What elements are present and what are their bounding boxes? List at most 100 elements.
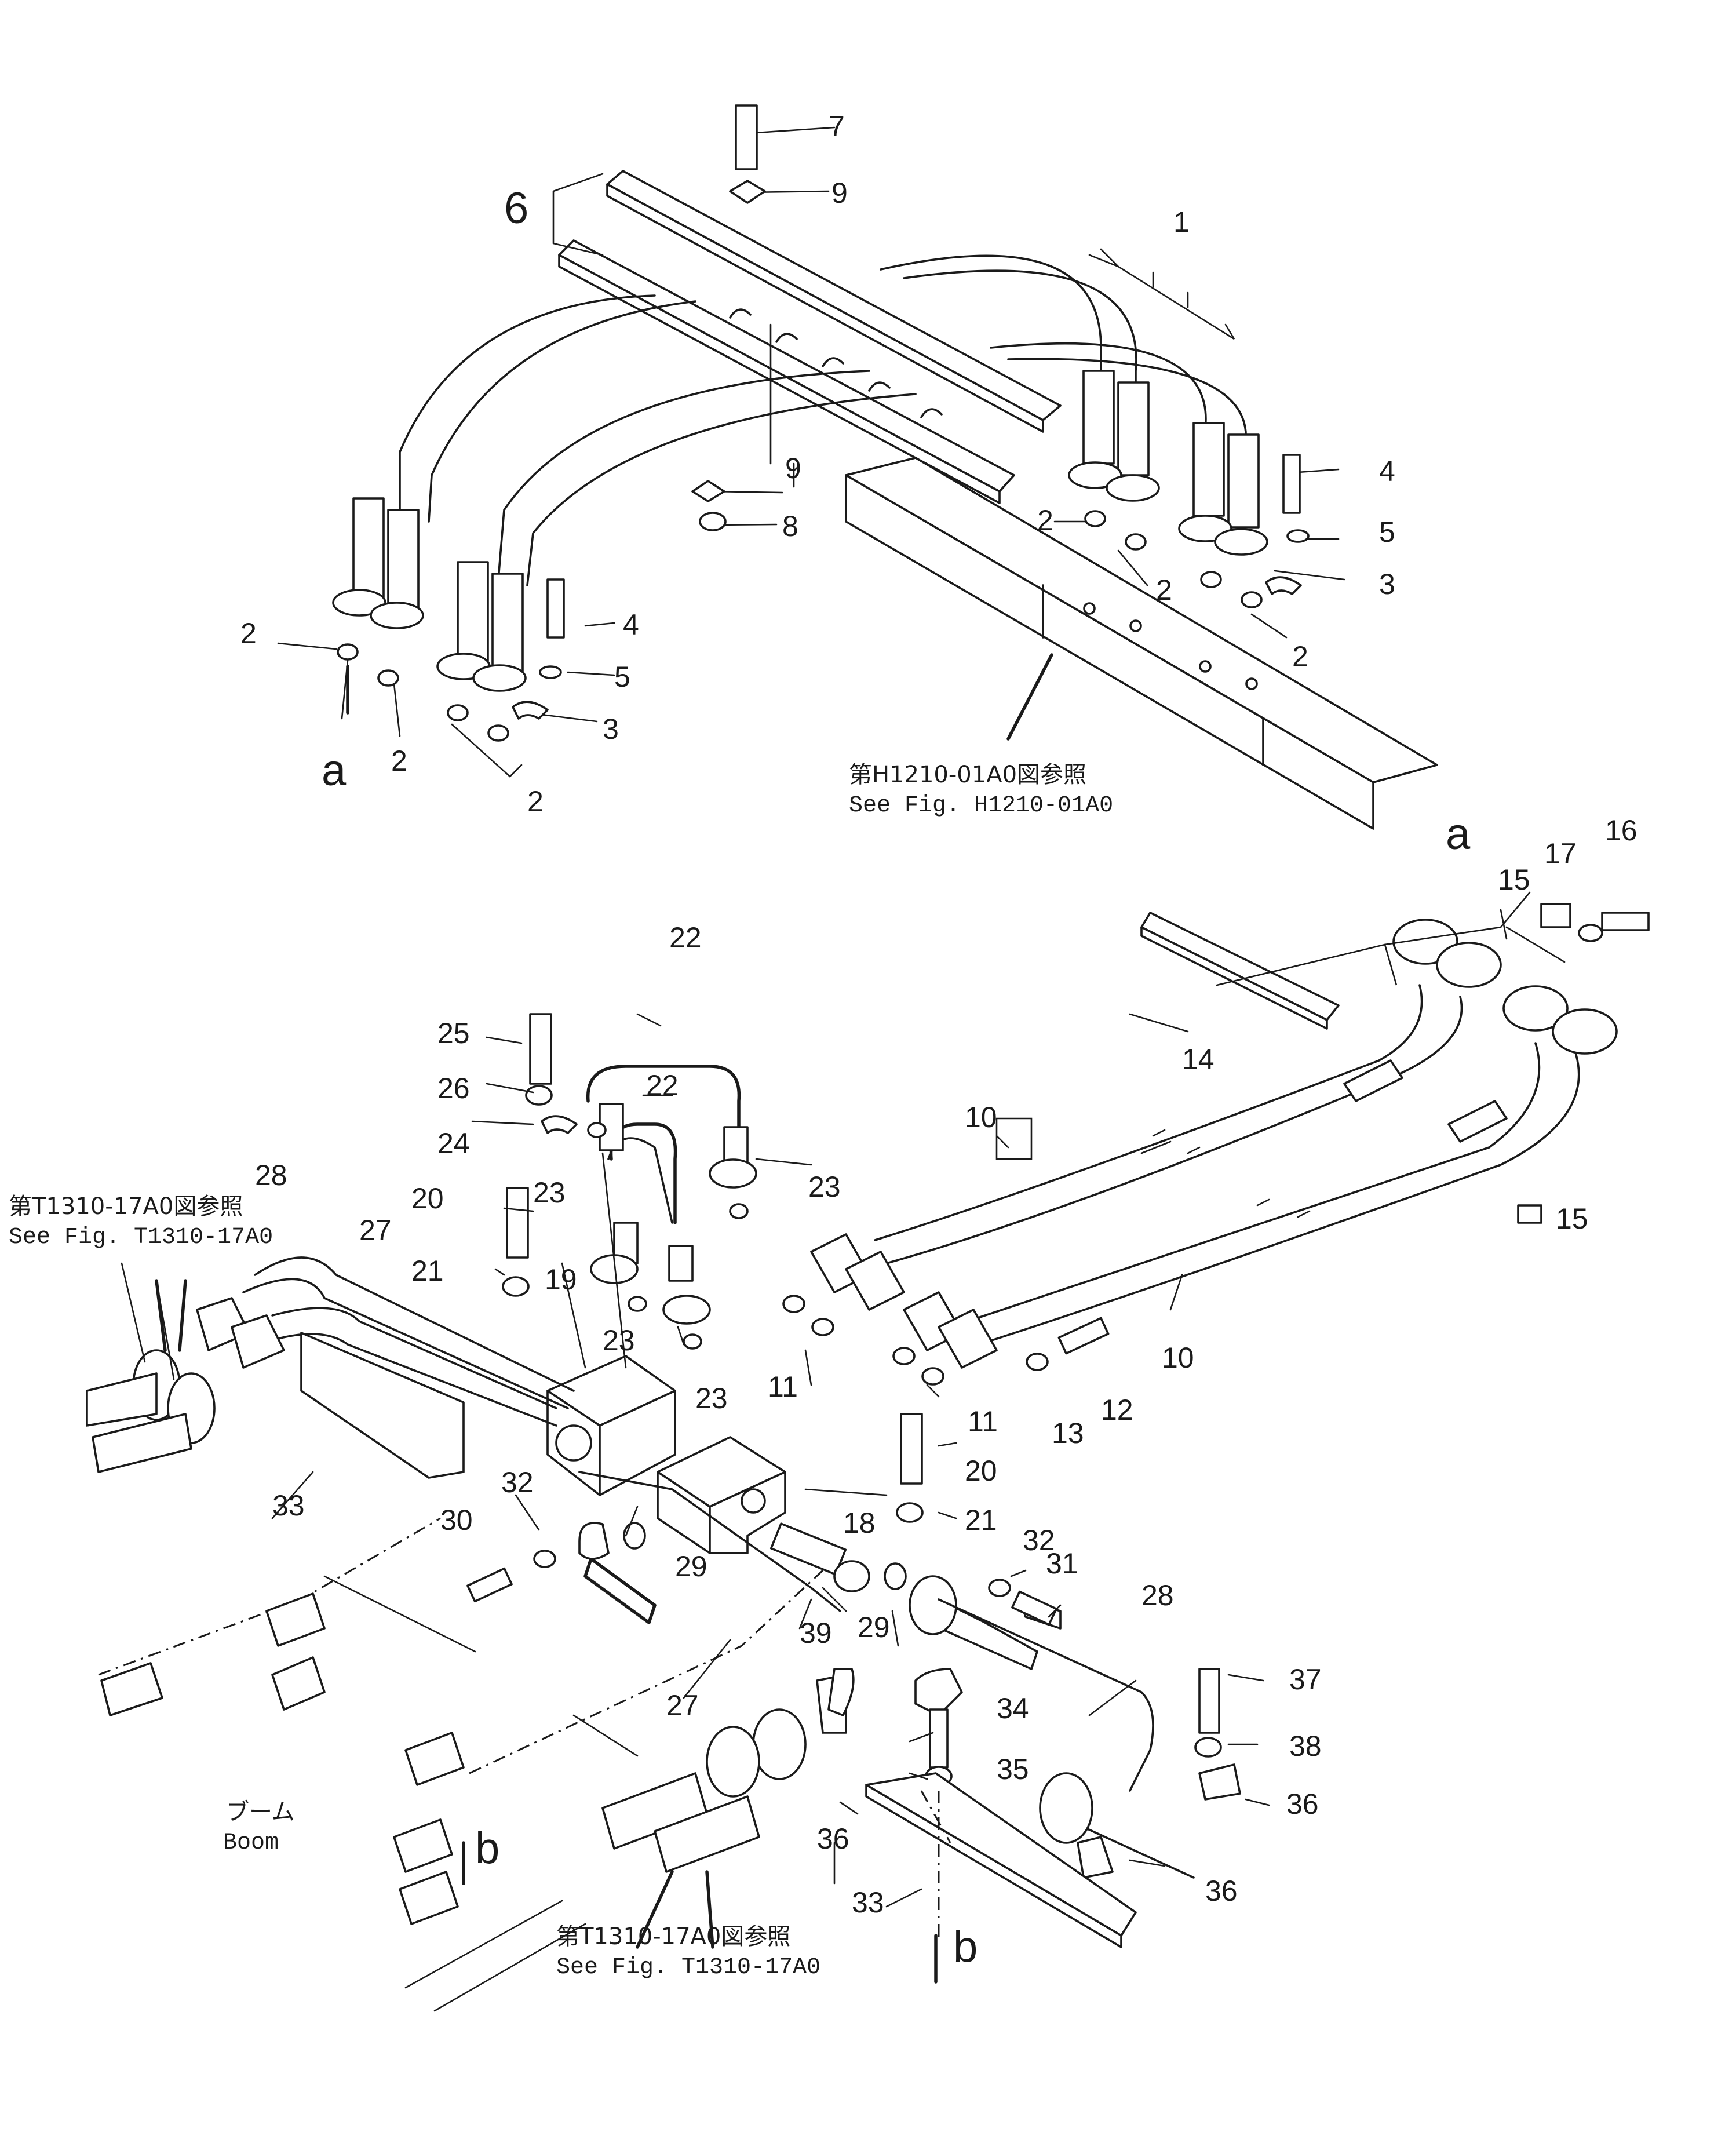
- arrow-label-b-left: b: [475, 1824, 499, 1873]
- label-3b: 3: [1379, 568, 1395, 600]
- label-19: 19: [545, 1263, 577, 1296]
- label-5a: 5: [614, 661, 630, 693]
- label-12: 12: [1101, 1394, 1133, 1426]
- label-15a: 15: [1498, 863, 1530, 896]
- label-7: 7: [829, 110, 845, 143]
- label-26: 26: [437, 1072, 470, 1105]
- label-2a: 2: [240, 617, 257, 650]
- label-2e: 2: [1156, 574, 1172, 606]
- arrow-label-a-top: a: [322, 746, 347, 795]
- label-16: 16: [1605, 814, 1637, 847]
- label-11a: 11: [768, 1371, 798, 1403]
- label-23a: 23: [533, 1176, 566, 1209]
- boom-label-en: Boom: [223, 1830, 279, 1856]
- lower-right-tube-28: [601, 1598, 1195, 1879]
- label-10a: 10: [965, 1101, 997, 1134]
- label-38: 38: [1289, 1730, 1322, 1762]
- reference-notes: 第H1210-01A0図参照 See Fig. H1210-01A0 第T131…: [9, 761, 1113, 1981]
- u-tubes-22: [586, 1065, 757, 1325]
- clamp-bar-14: [1140, 912, 1340, 1030]
- upper-small-parts: [337, 104, 1310, 742]
- label-20a: 20: [411, 1182, 444, 1215]
- label-2b: 2: [391, 745, 407, 777]
- label-36c: 36: [1205, 1875, 1238, 1907]
- label-28b: 28: [1141, 1579, 1174, 1612]
- hose-end-flanges-10: [810, 903, 1618, 1369]
- long-hoses-10: [874, 984, 1580, 1346]
- label-6: 6: [504, 184, 528, 233]
- label-28a: 28: [255, 1159, 287, 1191]
- lower-bolts-washers: [466, 912, 1650, 1879]
- label-29a: 29: [675, 1550, 707, 1583]
- label-2f: 2: [1292, 640, 1308, 673]
- label-36a: 36: [817, 1823, 849, 1855]
- label-23c: 23: [603, 1324, 635, 1357]
- hose-fittings-upper-left: [332, 497, 527, 692]
- ref-t1310-en-left: See Fig. T1310-17A0: [9, 1224, 273, 1251]
- label-13: 13: [1052, 1417, 1084, 1449]
- boom-rail-section: [845, 457, 1438, 830]
- upper-leader-lines: [277, 126, 1345, 778]
- label-30: 30: [440, 1504, 473, 1536]
- label-17: 17: [1544, 837, 1577, 870]
- label-22b: 22: [646, 1069, 679, 1102]
- label-33b: 33: [852, 1886, 884, 1919]
- label-1: 1: [1173, 206, 1190, 238]
- label-8: 8: [782, 510, 798, 542]
- boom-structure-dashed: [98, 1517, 951, 2012]
- label-35: 35: [997, 1753, 1029, 1785]
- label-32b: 32: [1023, 1524, 1055, 1557]
- arrow-label-b-bottom: b: [953, 1922, 978, 1971]
- label-9b: 9: [785, 452, 801, 484]
- label-31: 31: [1046, 1547, 1078, 1580]
- ref-t1310-en-bottom: See Fig. T1310-17A0: [556, 1955, 820, 1981]
- hose-bundle-1: [399, 254, 1247, 586]
- label-11b: 11: [968, 1405, 998, 1438]
- label-20b: 20: [965, 1455, 997, 1487]
- part-number-labels: 1 2 2 2 2 2 2 3 3 4 4 5 5 6 7 8 9 9 10 1…: [240, 110, 1637, 1919]
- valve-block-18: [657, 1436, 786, 1554]
- label-21a: 21: [411, 1255, 444, 1287]
- label-10b: 10: [1162, 1342, 1194, 1374]
- ref-t1310-jp-left: 第T1310-17A0図参照: [9, 1193, 243, 1220]
- lower-leader-lines: [121, 891, 1566, 1949]
- label-23d: 23: [695, 1382, 728, 1415]
- tubes-27-28-left: [86, 1256, 575, 1479]
- upper-clamp-bar-6: [558, 170, 1062, 504]
- label-15b: 15: [1556, 1202, 1588, 1235]
- label-33a: 33: [272, 1489, 305, 1522]
- label-3a: 3: [603, 713, 619, 745]
- hose-fittings-upper-right: [1068, 370, 1268, 556]
- label-18: 18: [843, 1507, 876, 1539]
- label-4a: 4: [623, 608, 639, 641]
- ref-h1210-en: See Fig. H1210-01A0: [849, 793, 1113, 819]
- mount-plate-33: [865, 1772, 1137, 1948]
- label-2d: 2: [1037, 504, 1053, 537]
- label-4b: 4: [1379, 455, 1395, 487]
- label-22a: 22: [669, 921, 702, 954]
- label-27a: 27: [359, 1214, 392, 1247]
- ref-h1210-jp: 第H1210-01A0図参照: [849, 761, 1086, 788]
- label-34: 34: [997, 1692, 1029, 1725]
- label-9a: 9: [831, 177, 848, 209]
- label-29b: 29: [858, 1611, 890, 1643]
- boom-label-jp: ブーム: [226, 1799, 295, 1825]
- label-21b: 21: [965, 1504, 997, 1536]
- ref-t1310-jp-bottom: 第T1310-17A0図参照: [556, 1923, 790, 1950]
- arrow-letters: a a b b: [322, 746, 1471, 1971]
- label-36b: 36: [1286, 1788, 1319, 1820]
- label-5b: 5: [1379, 516, 1395, 548]
- label-37: 37: [1289, 1663, 1322, 1696]
- label-39: 39: [800, 1617, 832, 1649]
- label-32a: 32: [501, 1466, 534, 1499]
- label-27b: 27: [666, 1689, 699, 1722]
- label-24: 24: [437, 1127, 470, 1160]
- label-14: 14: [1182, 1043, 1215, 1076]
- valve-block-19: [546, 1355, 676, 1496]
- label-25: 25: [437, 1017, 470, 1049]
- arrow-label-a-right: a: [1446, 810, 1471, 859]
- label-2c: 2: [527, 785, 544, 818]
- label-23b: 23: [808, 1171, 841, 1203]
